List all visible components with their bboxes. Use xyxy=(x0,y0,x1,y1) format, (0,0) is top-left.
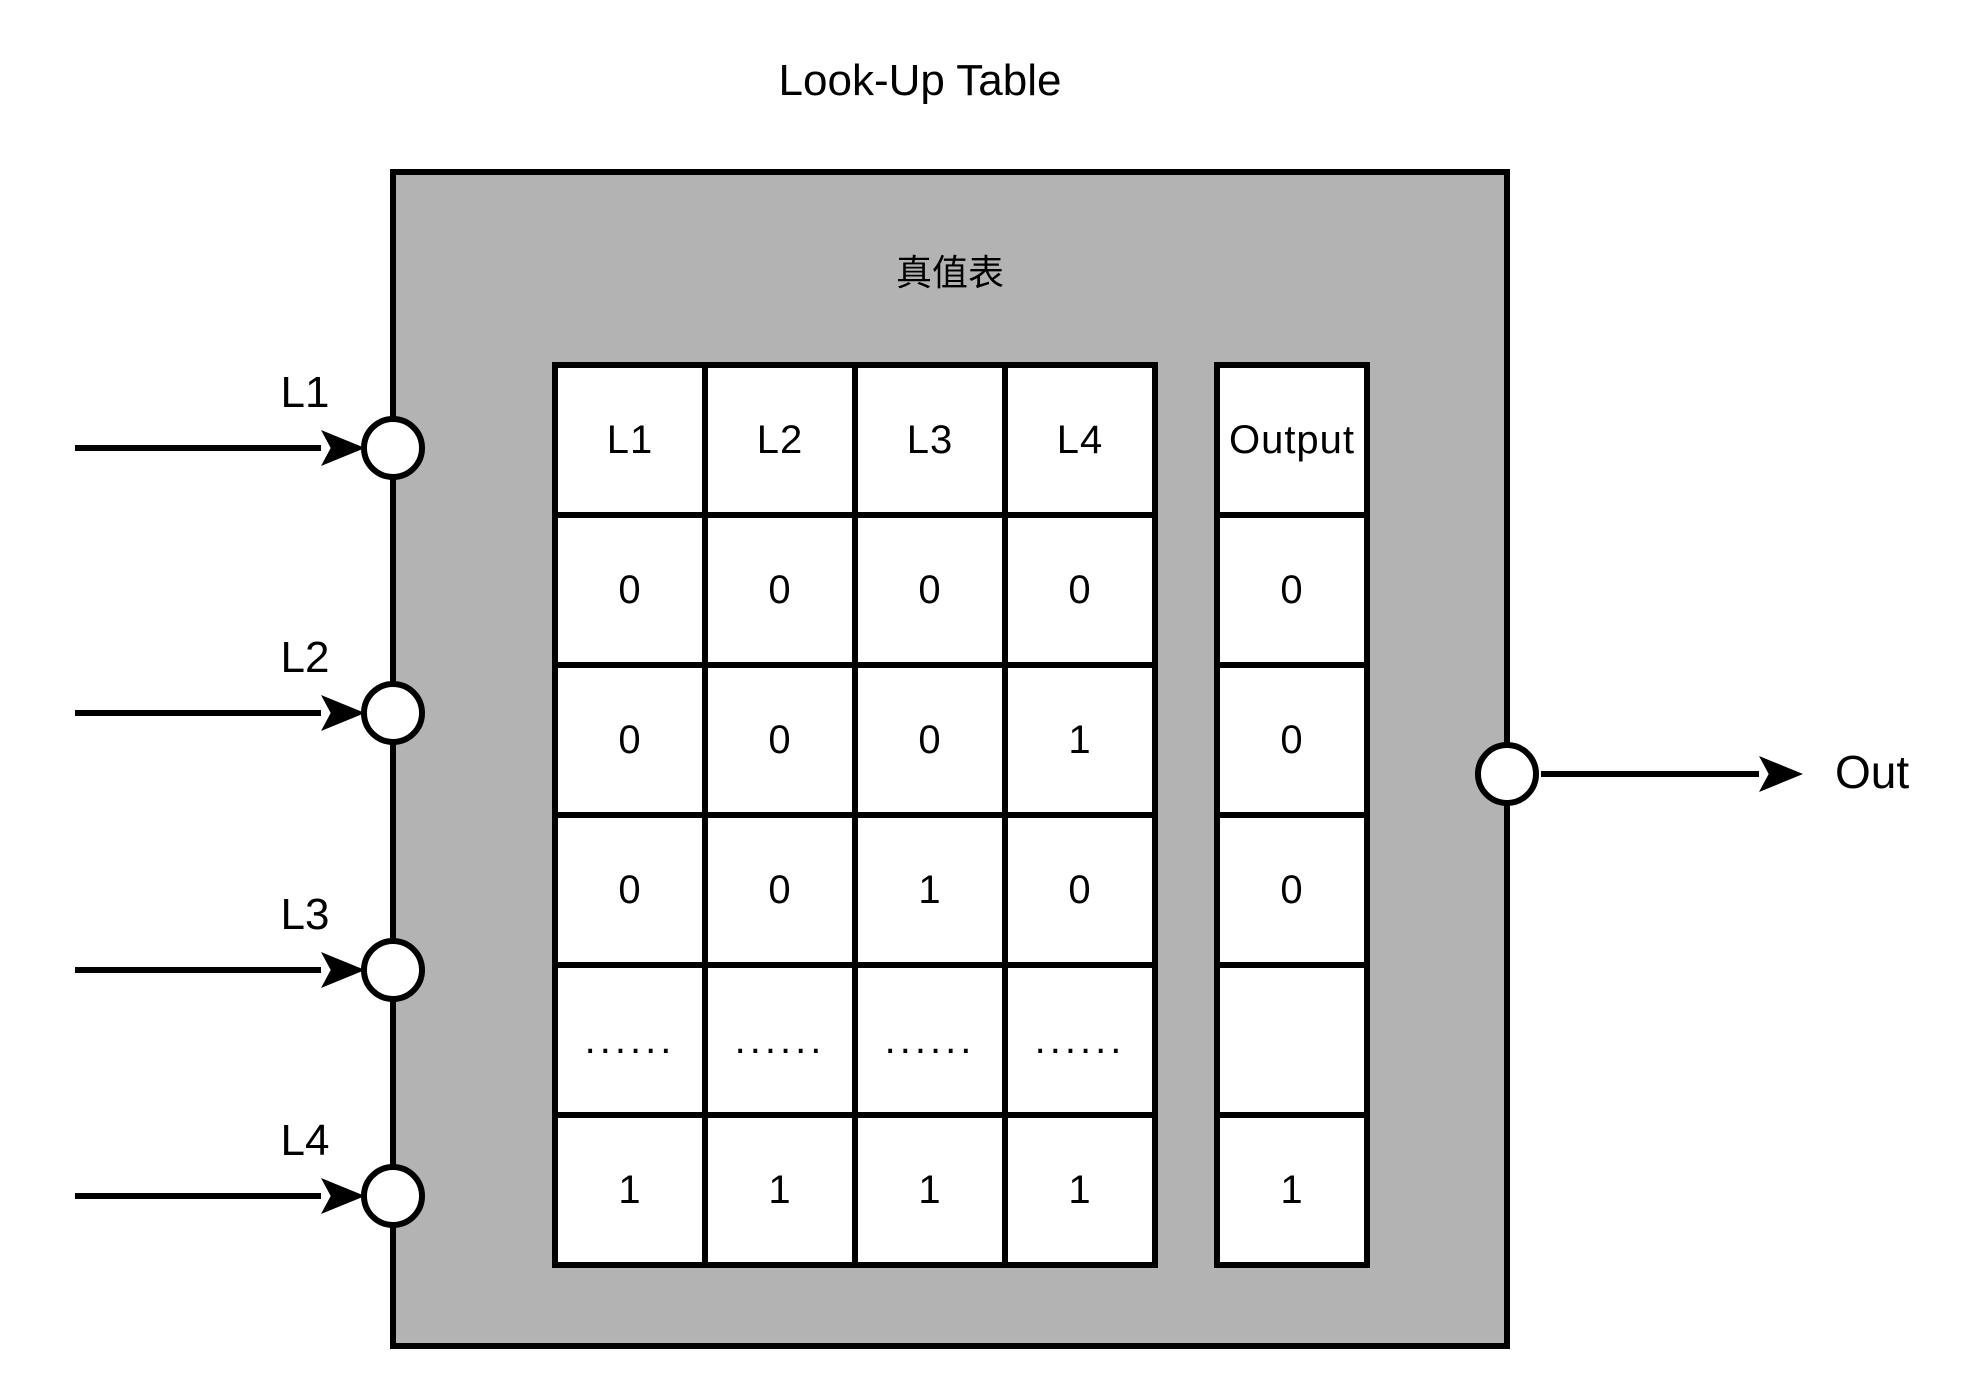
truth-table-header-cell: L2 xyxy=(705,365,855,515)
truth-table-cell: 1 xyxy=(1005,665,1155,815)
input-label-l2: L2 xyxy=(280,633,330,682)
truth-table-cell: 1 xyxy=(1005,1115,1155,1265)
output-cell: 1 xyxy=(1217,1115,1367,1265)
input-wire-l1 xyxy=(75,445,321,451)
arrowhead-icon xyxy=(321,952,365,988)
truth-table-header-cell: L3 xyxy=(855,365,1005,515)
output-wire xyxy=(1541,771,1759,777)
truth-table-cell: 0 xyxy=(705,815,855,965)
truth-table-cell: ...... xyxy=(1005,965,1155,1115)
page-title: Look-Up Table xyxy=(778,56,1062,105)
truth-table-cell: 0 xyxy=(705,665,855,815)
truth-table-cell: ...... xyxy=(705,965,855,1115)
truth-table-cell: ...... xyxy=(555,965,705,1115)
truth-table-cell: ...... xyxy=(855,965,1005,1115)
arrowhead-icon xyxy=(321,695,365,731)
truth-table-cell: 0 xyxy=(555,515,705,665)
truth-table-cell: 1 xyxy=(705,1115,855,1265)
arrowhead-icon xyxy=(1759,756,1803,792)
truth-table-cell: 0 xyxy=(555,815,705,965)
truth-table-header-cell: L1 xyxy=(555,365,705,515)
input-pin-circle-l3 xyxy=(361,938,425,1002)
input-wire-l4 xyxy=(75,1193,321,1199)
truth-table-label: 真值表 xyxy=(895,252,1004,293)
output-header-cell: Output xyxy=(1217,365,1367,515)
truth-table-cell: 1 xyxy=(855,1115,1005,1265)
input-pin-circle-l4 xyxy=(361,1164,425,1228)
truth-table-header-cell: L4 xyxy=(1005,365,1155,515)
input-label-l3: L3 xyxy=(280,890,330,939)
truth-table-cell: 0 xyxy=(555,665,705,815)
output-label: Out xyxy=(1835,746,1910,798)
output-column: Output 0 0 0 1 xyxy=(1214,362,1370,1268)
arrowhead-icon xyxy=(321,1178,365,1214)
output-pin-circle xyxy=(1475,742,1539,806)
input-pin-circle-l2 xyxy=(361,681,425,745)
truth-table-cell: 0 xyxy=(705,515,855,665)
output-cell xyxy=(1217,965,1367,1115)
truth-table-cell: 1 xyxy=(555,1115,705,1265)
output-cell: 0 xyxy=(1217,815,1367,965)
truth-table-cell: 0 xyxy=(1005,815,1155,965)
truth-table-cell: 1 xyxy=(855,815,1005,965)
input-label-l4: L4 xyxy=(280,1116,330,1165)
input-wire-l2 xyxy=(75,710,321,716)
truth-table-cell: 0 xyxy=(855,665,1005,815)
arrowhead-icon xyxy=(321,430,365,466)
truth-table-cell: 0 xyxy=(1005,515,1155,665)
input-label-l1: L1 xyxy=(280,368,330,417)
input-pin-circle-l1 xyxy=(361,416,425,480)
output-cell: 0 xyxy=(1217,515,1367,665)
output-cell: 0 xyxy=(1217,665,1367,815)
truth-table-cell: 0 xyxy=(855,515,1005,665)
input-wire-l3 xyxy=(75,967,321,973)
truth-table: L1 L2 L3 L4 0 0 0 0 0 0 0 1 0 0 1 0 ....… xyxy=(552,362,1158,1268)
